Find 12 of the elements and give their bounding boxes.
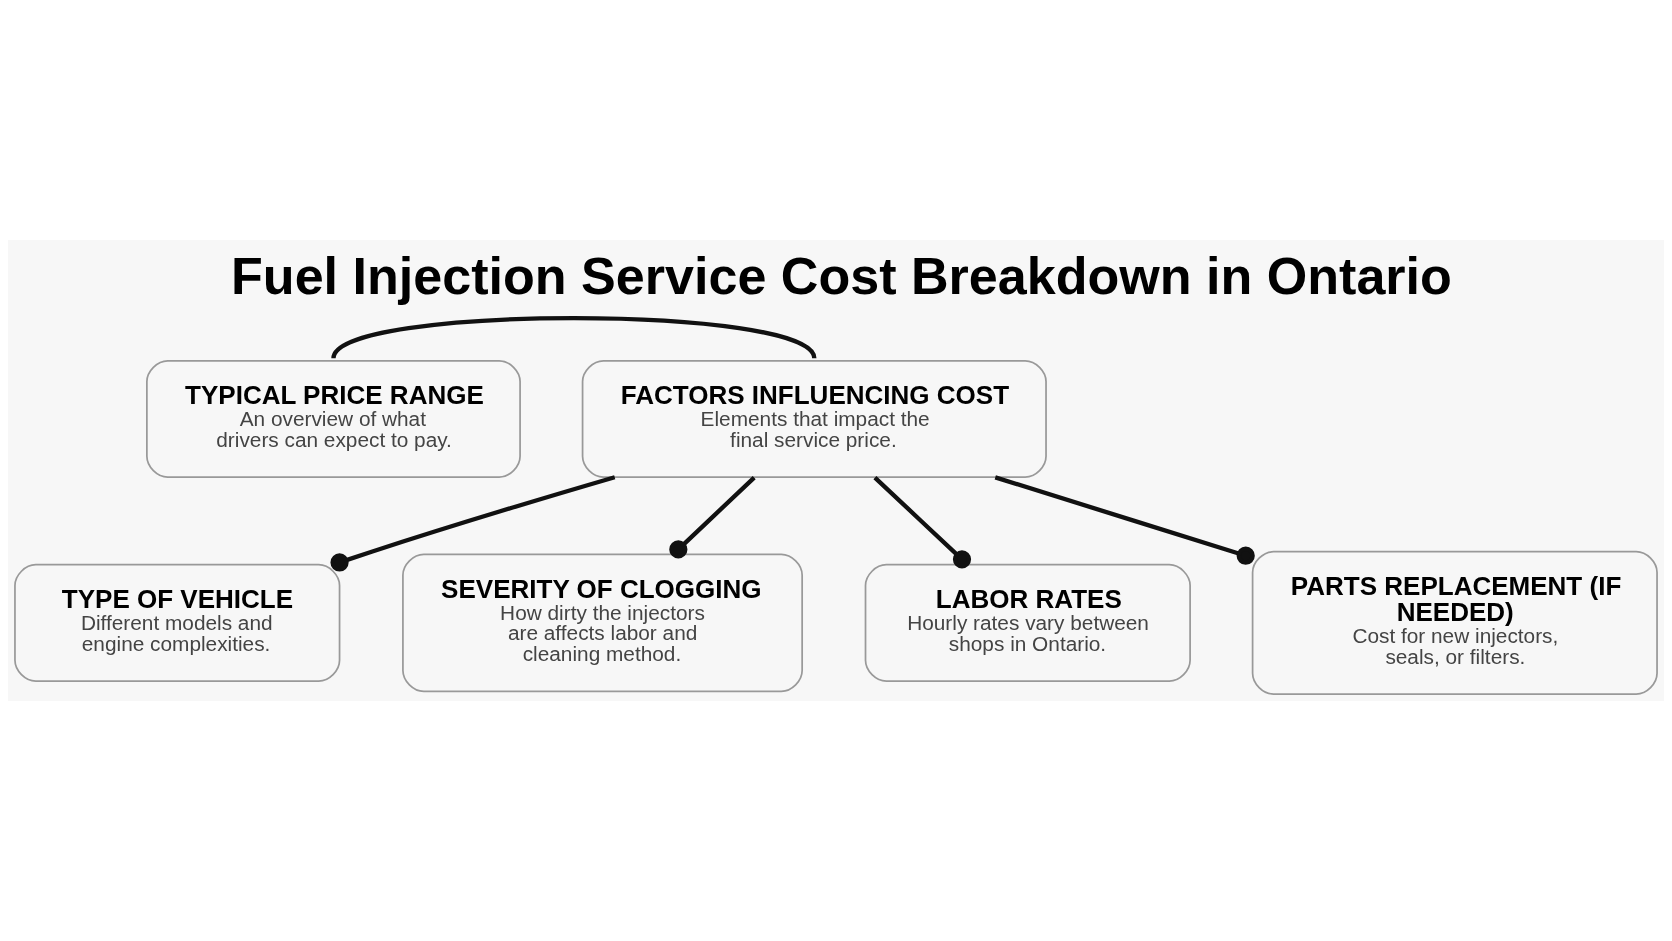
- diagram-title: Fuel Injection Service Cost Breakdown in Ontario: [231, 246, 1452, 305]
- connector: [873, 476, 972, 569]
- connector: [331, 315, 816, 360]
- node-box: TYPE OF VEHICLE Different models and engine complexities.: [14, 563, 341, 682]
- connector: [669, 476, 756, 559]
- node-box: LABOR RATES Hourly rates vary between shops in Ontario.: [864, 563, 1191, 682]
- node-box: SEVERITY OF CLOGGING How dirty the injectors are affects labor and cleaning method.: [402, 553, 803, 693]
- node-box: FACTORS INFLUENCING COST Elements that impact the final service price.: [581, 359, 1047, 478]
- connector: [330, 475, 616, 572]
- node-box: TYPICAL PRICE RANGE An overview of what drivers can expect to pay.: [146, 359, 521, 478]
- node-box: PARTS REPLACEMENT (IF NEEDED) Cost for new injectors, seals, or filters.: [1251, 550, 1658, 695]
- connector: [994, 475, 1255, 565]
